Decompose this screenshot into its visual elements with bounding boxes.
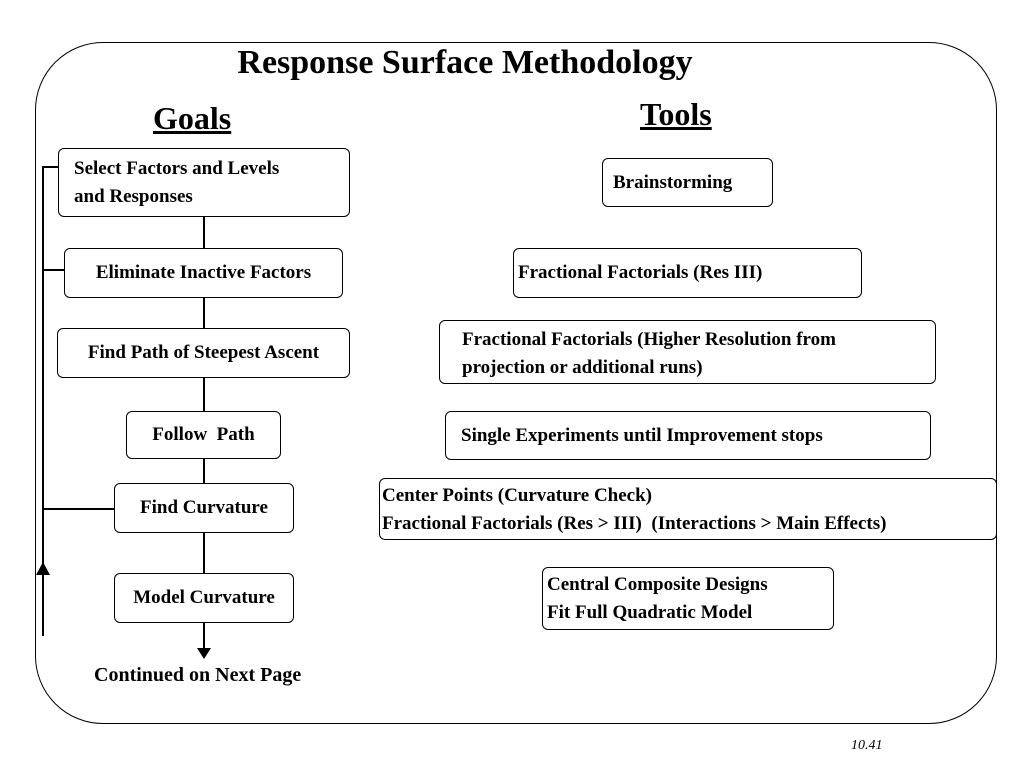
- page-number: 10.41: [851, 738, 883, 753]
- tool-brainstorming: Brainstorming: [602, 158, 773, 207]
- tool-fractional-factorials-higher-resolution: Fractional Factorials (Higher Resolution…: [439, 320, 936, 384]
- tool-central-composite-designs: Central Composite Designs Fit Full Quadr…: [542, 567, 834, 630]
- slide-title: Response Surface Methodology: [237, 44, 693, 81]
- goals-heading: Goals: [153, 100, 232, 136]
- slide-frame: [35, 42, 997, 724]
- goal-eliminate-inactive-factors: Eliminate Inactive Factors: [64, 248, 343, 298]
- connector-line: [203, 378, 205, 411]
- arrow-down-icon: [197, 648, 211, 659]
- goal-model-curvature: Model Curvature: [114, 573, 294, 623]
- tool-single-experiments: Single Experiments until Improvement sto…: [445, 411, 931, 460]
- feedback-branch-curvature: [42, 508, 114, 510]
- tool-fractional-factorials-res-iii: Fractional Factorials (Res III): [513, 248, 862, 298]
- connector-line: [203, 459, 205, 483]
- goal-find-steepest-ascent: Find Path of Steepest Ascent: [57, 328, 350, 378]
- feedback-loop-line: [42, 166, 44, 636]
- goal-find-curvature: Find Curvature: [114, 483, 294, 533]
- feedback-branch-select-factors: [42, 166, 58, 168]
- continuation-arrow-line: [203, 623, 205, 651]
- goal-select-factors: Select Factors and Levels and Responses: [58, 148, 350, 217]
- tool-center-points: Center Points (Curvature Check) Fraction…: [379, 478, 997, 540]
- goal-follow-path: Follow Path: [126, 411, 281, 459]
- feedback-branch-eliminate: [42, 269, 64, 271]
- arrow-up-icon: [36, 562, 50, 575]
- connector-line: [203, 217, 205, 248]
- continued-on-next-page: Continued on Next Page: [94, 664, 302, 686]
- tools-heading: Tools: [640, 96, 712, 132]
- connector-line: [203, 298, 205, 328]
- connector-line: [203, 533, 205, 573]
